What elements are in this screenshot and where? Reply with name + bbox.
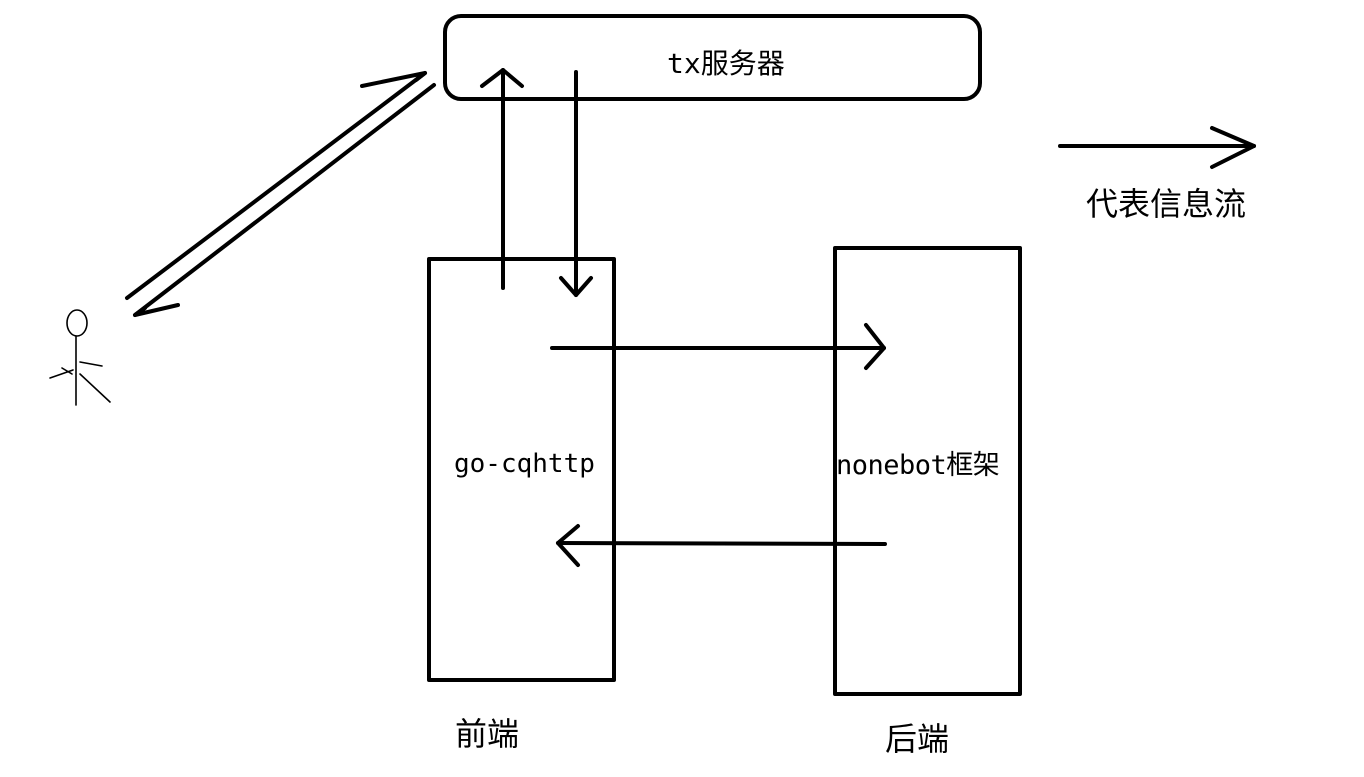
arrow-user-to-server: [125, 71, 427, 300]
server-box: [443, 14, 982, 101]
stick-figure-user-icon: [49, 309, 111, 406]
backend-label: nonebot框架: [836, 450, 1000, 481]
arrow-server-to-frontend: [559, 70, 593, 297]
arrow-backend-to-frontend: [556, 524, 887, 567]
frontend-box: [427, 257, 616, 682]
backend-box: [833, 246, 1022, 696]
server-label: tx服务器: [667, 47, 785, 80]
frontend-caption: 前端: [455, 715, 520, 753]
arrow-server-to-user: [133, 83, 436, 317]
legend-arrow: [1058, 126, 1256, 169]
legend-label: 代表信息流: [1086, 185, 1247, 223]
arrow-frontend-to-backend: [550, 323, 886, 370]
arrow-frontend-to-server: [480, 68, 524, 290]
backend-caption: 后端: [885, 720, 950, 758]
frontend-label: go-cqhttp: [454, 449, 595, 479]
